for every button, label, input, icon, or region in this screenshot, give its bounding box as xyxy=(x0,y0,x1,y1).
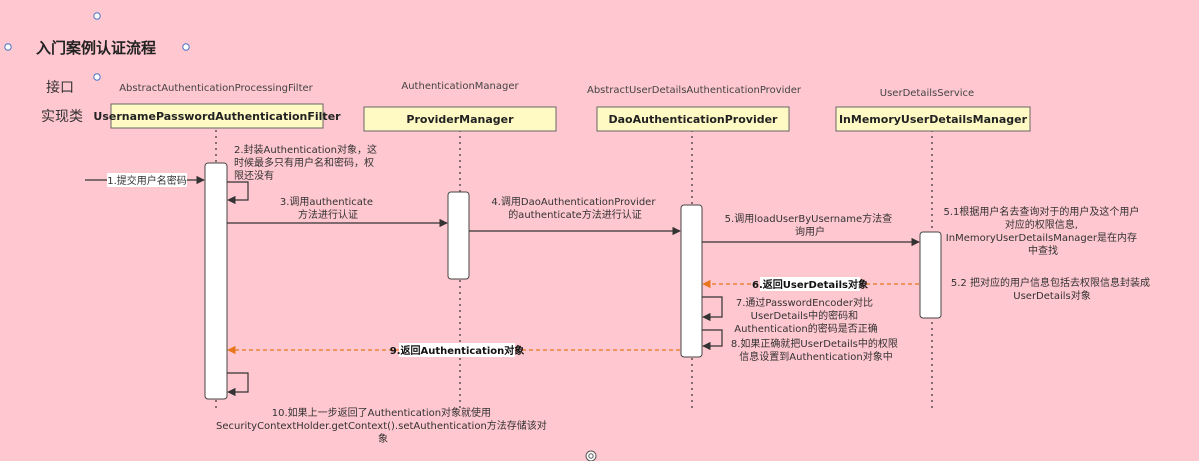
handle-bottom[interactable] xyxy=(93,73,101,81)
message-8: 8.如果正确就把UserDetails中的权限 信息设置到Authenticat… xyxy=(702,329,901,363)
message-7-line-1: 7.通过PasswordEncoder对比 xyxy=(736,296,873,309)
handle-top[interactable] xyxy=(93,12,101,20)
message-4-line-2: 的authenticate方法进行认证 xyxy=(508,208,642,221)
message-2-line-2: 时候最多只有用户名和密码，权 xyxy=(234,156,374,169)
message-10-line-3: 象 xyxy=(378,433,388,445)
message-8-label: 8.如果正确就把UserDetails中的权限 信息设置到Authenticat… xyxy=(731,337,901,363)
note-5-1-line-4: 中查找 xyxy=(1028,244,1058,257)
message-5-label: 5.调用loadUserByUsername方法查 询用户 xyxy=(725,212,896,238)
message-10-line-1: 10.如果上一步返回了Authentication对象就使用 xyxy=(272,406,491,419)
rotate-handle-icon[interactable] xyxy=(585,450,597,461)
interface-label-filter: AbstractAuthenticationProcessingFilter xyxy=(119,83,313,94)
participant-manager[interactable]: ProviderManager xyxy=(363,106,557,132)
note-5-2-line-2: UserDetails对象 xyxy=(1013,289,1090,302)
message-5: 5.调用loadUserByUsername方法查 询用户 xyxy=(702,212,920,247)
message-8-line-1: 8.如果正确就把UserDetails中的权限 xyxy=(731,337,898,350)
message-2-line-3: 限还没有 xyxy=(234,169,274,182)
activation-filter xyxy=(204,162,228,400)
row-label-interface: 接口 xyxy=(46,79,74,96)
message-5-line-1: 5.调用loadUserByUsername方法查 xyxy=(725,212,892,225)
message-7-line-2: UserDetails中的密码和 xyxy=(751,309,858,322)
message-3-label: 3.调用authenticate 方法进行认证 xyxy=(280,196,376,221)
note-5-1-line-3: InMemoryUserDetailsManager是在内存 xyxy=(946,231,1137,244)
message-5-line-2: 询用户 xyxy=(795,225,825,238)
participant-provider[interactable]: DaoAuthenticationProvider xyxy=(596,106,790,132)
participant-label-provider: DaoAuthenticationProvider xyxy=(609,113,779,126)
participant-filter[interactable]: UsernamePasswordAuthenticationFilter xyxy=(93,103,341,129)
note-5-2: 5.2 把对应的用户信息包括去权限信息封装成 UserDetails对象 xyxy=(951,276,1153,302)
participant-label-userdetails: InMemoryUserDetailsManager xyxy=(839,113,1028,126)
message-2: 2.封装Authentication对象，这 时候最多只有用户名和密码，权 限还… xyxy=(227,143,380,205)
activation-manager xyxy=(447,191,470,280)
message-9-label: 9.返回Authentication对象 xyxy=(390,344,525,357)
participant-label-filter: UsernamePasswordAuthenticationFilter xyxy=(93,110,341,123)
handle-right[interactable] xyxy=(182,43,190,51)
message-3: 3.调用authenticate 方法进行认证 xyxy=(227,196,448,228)
participant-userdetails[interactable]: InMemoryUserDetailsManager xyxy=(835,106,1031,132)
message-1-label: 1.提交用户名密码 xyxy=(107,174,187,187)
message-8-line-2: 信息设置到Authentication对象中 xyxy=(739,350,892,363)
participant-label-manager: ProviderManager xyxy=(406,113,514,126)
message-2-label: 2.封装Authentication对象，这 时候最多只有用户名和密码，权 限还… xyxy=(234,143,380,182)
selection-handles xyxy=(4,12,190,81)
interface-label-userdetails: UserDetailsService xyxy=(880,88,974,99)
row-label-impl: 实现类 xyxy=(41,109,83,125)
diagram-title: 入门案例认证流程 xyxy=(36,39,156,57)
message-2-line-1: 2.封装Authentication对象，这 xyxy=(234,143,377,156)
message-3-line-2: 方法进行认证 xyxy=(298,208,358,221)
message-10-line-2: SecurityContextHolder.getContext().setAu… xyxy=(216,419,547,432)
message-4-label: 4.调用DaoAuthenticationProvider 的authentic… xyxy=(491,196,658,221)
message-1: 1.提交用户名密码 xyxy=(85,173,205,187)
note-5-2-line-1: 5.2 把对应的用户信息包括去权限信息封装成 xyxy=(951,276,1150,289)
interface-label-manager: AuthenticationManager xyxy=(401,81,519,92)
message-9: 9.返回Authentication对象 xyxy=(227,343,680,357)
message-6-label: 6.返回UserDetails对象 xyxy=(752,278,868,291)
message-4-line-1: 4.调用DaoAuthenticationProvider xyxy=(491,196,656,208)
message-10: 10.如果上一步返回了Authentication对象就使用 SecurityC… xyxy=(216,372,550,445)
handle-left[interactable] xyxy=(4,43,12,51)
message-6: 6.返回UserDetails对象 xyxy=(702,277,919,291)
message-4: 4.调用DaoAuthenticationProvider 的authentic… xyxy=(469,196,681,236)
message-7-label: 7.通过PasswordEncoder对比 UserDetails中的密码和 A… xyxy=(734,296,877,335)
message-7-line-3: Authentication的密码是否正确 xyxy=(734,322,877,335)
activation-provider xyxy=(680,204,703,358)
message-7: 7.通过PasswordEncoder对比 UserDetails中的密码和 A… xyxy=(702,296,878,335)
message-3-line-1: 3.调用authenticate xyxy=(280,196,373,208)
lifelines xyxy=(215,130,933,412)
message-10-label: 10.如果上一步返回了Authentication对象就使用 SecurityC… xyxy=(216,406,550,445)
note-5-1-line-1: 5.1根据用户名去查询对于的用户及这个用户 xyxy=(943,205,1139,218)
note-5-1: 5.1根据用户名去查询对于的用户及这个用户 对应的权限信息, InMemoryU… xyxy=(943,205,1142,257)
activation-userdetails xyxy=(919,231,942,319)
interface-label-provider: AbstractUserDetailsAuthenticationProvide… xyxy=(587,85,802,96)
note-5-1-line-2: 对应的权限信息, xyxy=(1005,218,1078,231)
activation-bars xyxy=(204,162,942,400)
